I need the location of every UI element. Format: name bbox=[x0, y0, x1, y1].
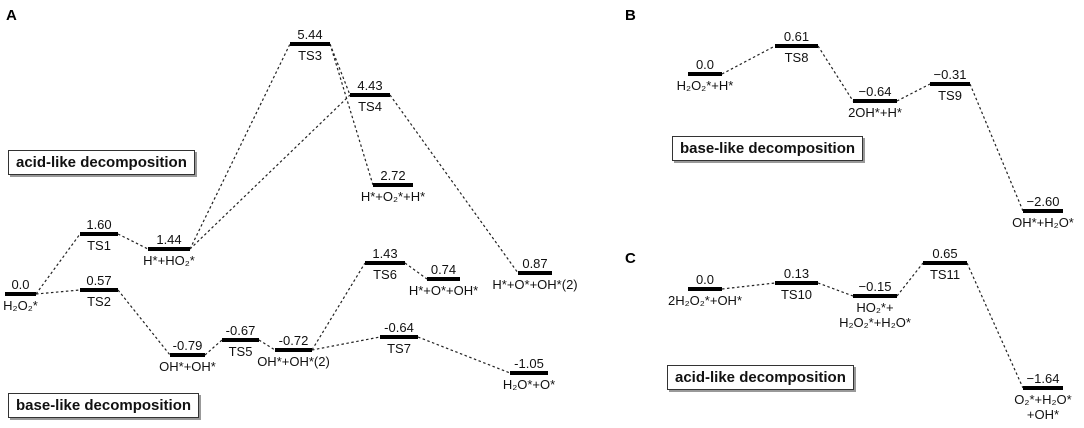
connector-a-ts2-to-ohoh bbox=[117, 289, 171, 356]
level-a-h2o2-energy-value: 0.0 bbox=[11, 277, 29, 292]
connector-a-hho2-to-ts3 bbox=[189, 43, 291, 250]
level-b-ts9-species-label: TS9 bbox=[938, 88, 962, 103]
connector-a-ts3-to-ts4 bbox=[329, 43, 351, 96]
level-a-ts4-species-label: TS4 bbox=[358, 99, 382, 114]
panel-c-letter: C bbox=[625, 250, 636, 267]
level-a-h2oo-species-label: H₂O*+O* bbox=[503, 377, 555, 392]
level-b-ts8-species-label: TS8 bbox=[785, 50, 809, 65]
level-c-ho2-species-label: HO₂*+ bbox=[856, 300, 893, 315]
connector-c-ho2-to-ts11 bbox=[896, 262, 924, 297]
connector-a-ohoh-to-ts5 bbox=[204, 339, 223, 356]
level-a-h2oo-energy-value: -1.05 bbox=[514, 356, 544, 371]
level-a-hho2-species-label: H*+HO₂* bbox=[143, 253, 195, 268]
connector-a-h2o2-to-ts2 bbox=[35, 289, 81, 295]
level-a-ts4-energy-value: 4.43 bbox=[357, 78, 382, 93]
level-a-ohoh2-species-label: OH*+OH*(2) bbox=[257, 354, 330, 369]
level-c-start-species-label: 2H₂O₂*+OH* bbox=[668, 293, 742, 308]
connector-a-ohoh2-to-ts6 bbox=[311, 262, 366, 351]
level-a-ohoh-species-label: OH*+OH* bbox=[159, 359, 216, 374]
level-a-hho2-energy-value: 1.44 bbox=[156, 232, 181, 247]
connector-lines bbox=[35, 43, 1024, 389]
level-b-h2o2h-energy-value: 0.0 bbox=[696, 57, 714, 72]
connector-a-ts4-to-hooh2 bbox=[389, 94, 519, 274]
level-b-ts8-energy-value: 0.61 bbox=[784, 29, 809, 44]
level-c-ts11-energy-value: 0.65 bbox=[932, 246, 957, 261]
level-a-ts3-species-label: TS3 bbox=[298, 48, 322, 63]
level-c-ho2-energy-value: −0.15 bbox=[859, 279, 892, 294]
level-a-ho2h-energy-value: 2.72 bbox=[380, 168, 405, 183]
connector-b-h2o2h-to-ts8 bbox=[721, 45, 776, 75]
panel-b-letter: B bbox=[625, 7, 636, 24]
level-b-twooh-species-label: 2OH*+H* bbox=[848, 105, 902, 120]
panel-b-base-like-label: base-like decomposition bbox=[672, 136, 864, 161]
level-c-start-energy-value: 0.0 bbox=[696, 272, 714, 287]
level-a-ts1-species-label: TS1 bbox=[87, 238, 111, 253]
level-b-ts9-energy-value: −0.31 bbox=[934, 67, 967, 82]
connector-a-ts7-to-h2oo bbox=[417, 336, 511, 374]
level-a-ts3-energy-value: 5.44 bbox=[297, 27, 322, 42]
panel-a-letter: A bbox=[6, 7, 17, 24]
level-b-ohh2o-species-label: OH*+H₂O* bbox=[1012, 215, 1074, 230]
panel-c-acid-like-label: acid-like decomposition bbox=[667, 365, 854, 390]
level-c-ts10-energy-value: 0.13 bbox=[784, 266, 809, 281]
panel-a-acid-like-label: acid-like decomposition bbox=[8, 150, 195, 175]
level-c-end-species-label: O₂*+H₂O* bbox=[1014, 392, 1071, 407]
connector-a-ts5-to-ohoh2 bbox=[258, 339, 276, 351]
level-c-ts11-species-label: TS11 bbox=[930, 267, 960, 282]
connector-a-ts1-to-hho2 bbox=[117, 233, 149, 250]
connector-b-ts8-to-twooh bbox=[817, 45, 854, 102]
level-a-h2o2-species-label: H₂O₂* bbox=[3, 298, 38, 313]
level-a-hooh2-energy-value: 0.87 bbox=[522, 256, 547, 271]
level-c-ho2-species-label: H₂O₂*+H₂O* bbox=[839, 315, 911, 330]
panel-a-base-like-label: base-like decomposition bbox=[8, 393, 200, 418]
level-b-h2o2h-species-label: H₂O₂*+H* bbox=[677, 78, 734, 93]
level-a-ts1-energy-value: 1.60 bbox=[86, 217, 111, 232]
level-a-ho2h-species-label: H*+O₂*+H* bbox=[361, 189, 425, 204]
connector-a-h2o2-to-ts1 bbox=[35, 233, 81, 295]
level-a-hooh2-species-label: H*+O*+OH*(2) bbox=[492, 277, 577, 292]
connector-c-ts11-to-end bbox=[966, 262, 1024, 389]
level-a-hooh-energy-value: 0.74 bbox=[431, 262, 456, 277]
level-a-ts5-energy-value: -0.67 bbox=[226, 323, 256, 338]
connector-b-ts9-to-ohh2o bbox=[969, 83, 1024, 212]
level-a-hooh-species-label: H*+O*+OH* bbox=[409, 283, 478, 298]
level-a-ts2-species-label: TS2 bbox=[87, 294, 111, 309]
level-a-ts6-energy-value: 1.43 bbox=[372, 246, 397, 261]
level-a-ts7-species-label: TS7 bbox=[387, 341, 411, 356]
level-a-ts7-energy-value: -0.64 bbox=[384, 320, 414, 335]
connector-b-twooh-to-ts9 bbox=[896, 83, 931, 102]
connector-a-hho2-to-ts4 bbox=[189, 94, 351, 250]
connector-a-ohoh2-to-ts7 bbox=[311, 336, 381, 351]
connector-a-ts6-to-hooh bbox=[404, 262, 428, 280]
level-a-ohoh2-energy-value: -0.72 bbox=[279, 333, 309, 348]
connector-c-ts10-to-ho2 bbox=[817, 282, 854, 297]
level-a-ohoh-energy-value: -0.79 bbox=[173, 338, 203, 353]
level-a-ts5-species-label: TS5 bbox=[229, 344, 253, 359]
connector-a-ts3-to-ho2h bbox=[329, 43, 374, 186]
level-c-end-energy-value: −1.64 bbox=[1027, 371, 1060, 386]
level-b-ohh2o-energy-value: −2.60 bbox=[1027, 194, 1060, 209]
level-a-ts2-energy-value: 0.57 bbox=[86, 273, 111, 288]
level-c-ts10-species-label: TS10 bbox=[781, 287, 812, 302]
level-b-twooh-energy-value: −0.64 bbox=[859, 84, 892, 99]
level-a-ts6-species-label: TS6 bbox=[373, 267, 397, 282]
connector-c-start-to-ts10 bbox=[721, 282, 776, 290]
level-c-end-species-label: +OH* bbox=[1027, 407, 1059, 422]
